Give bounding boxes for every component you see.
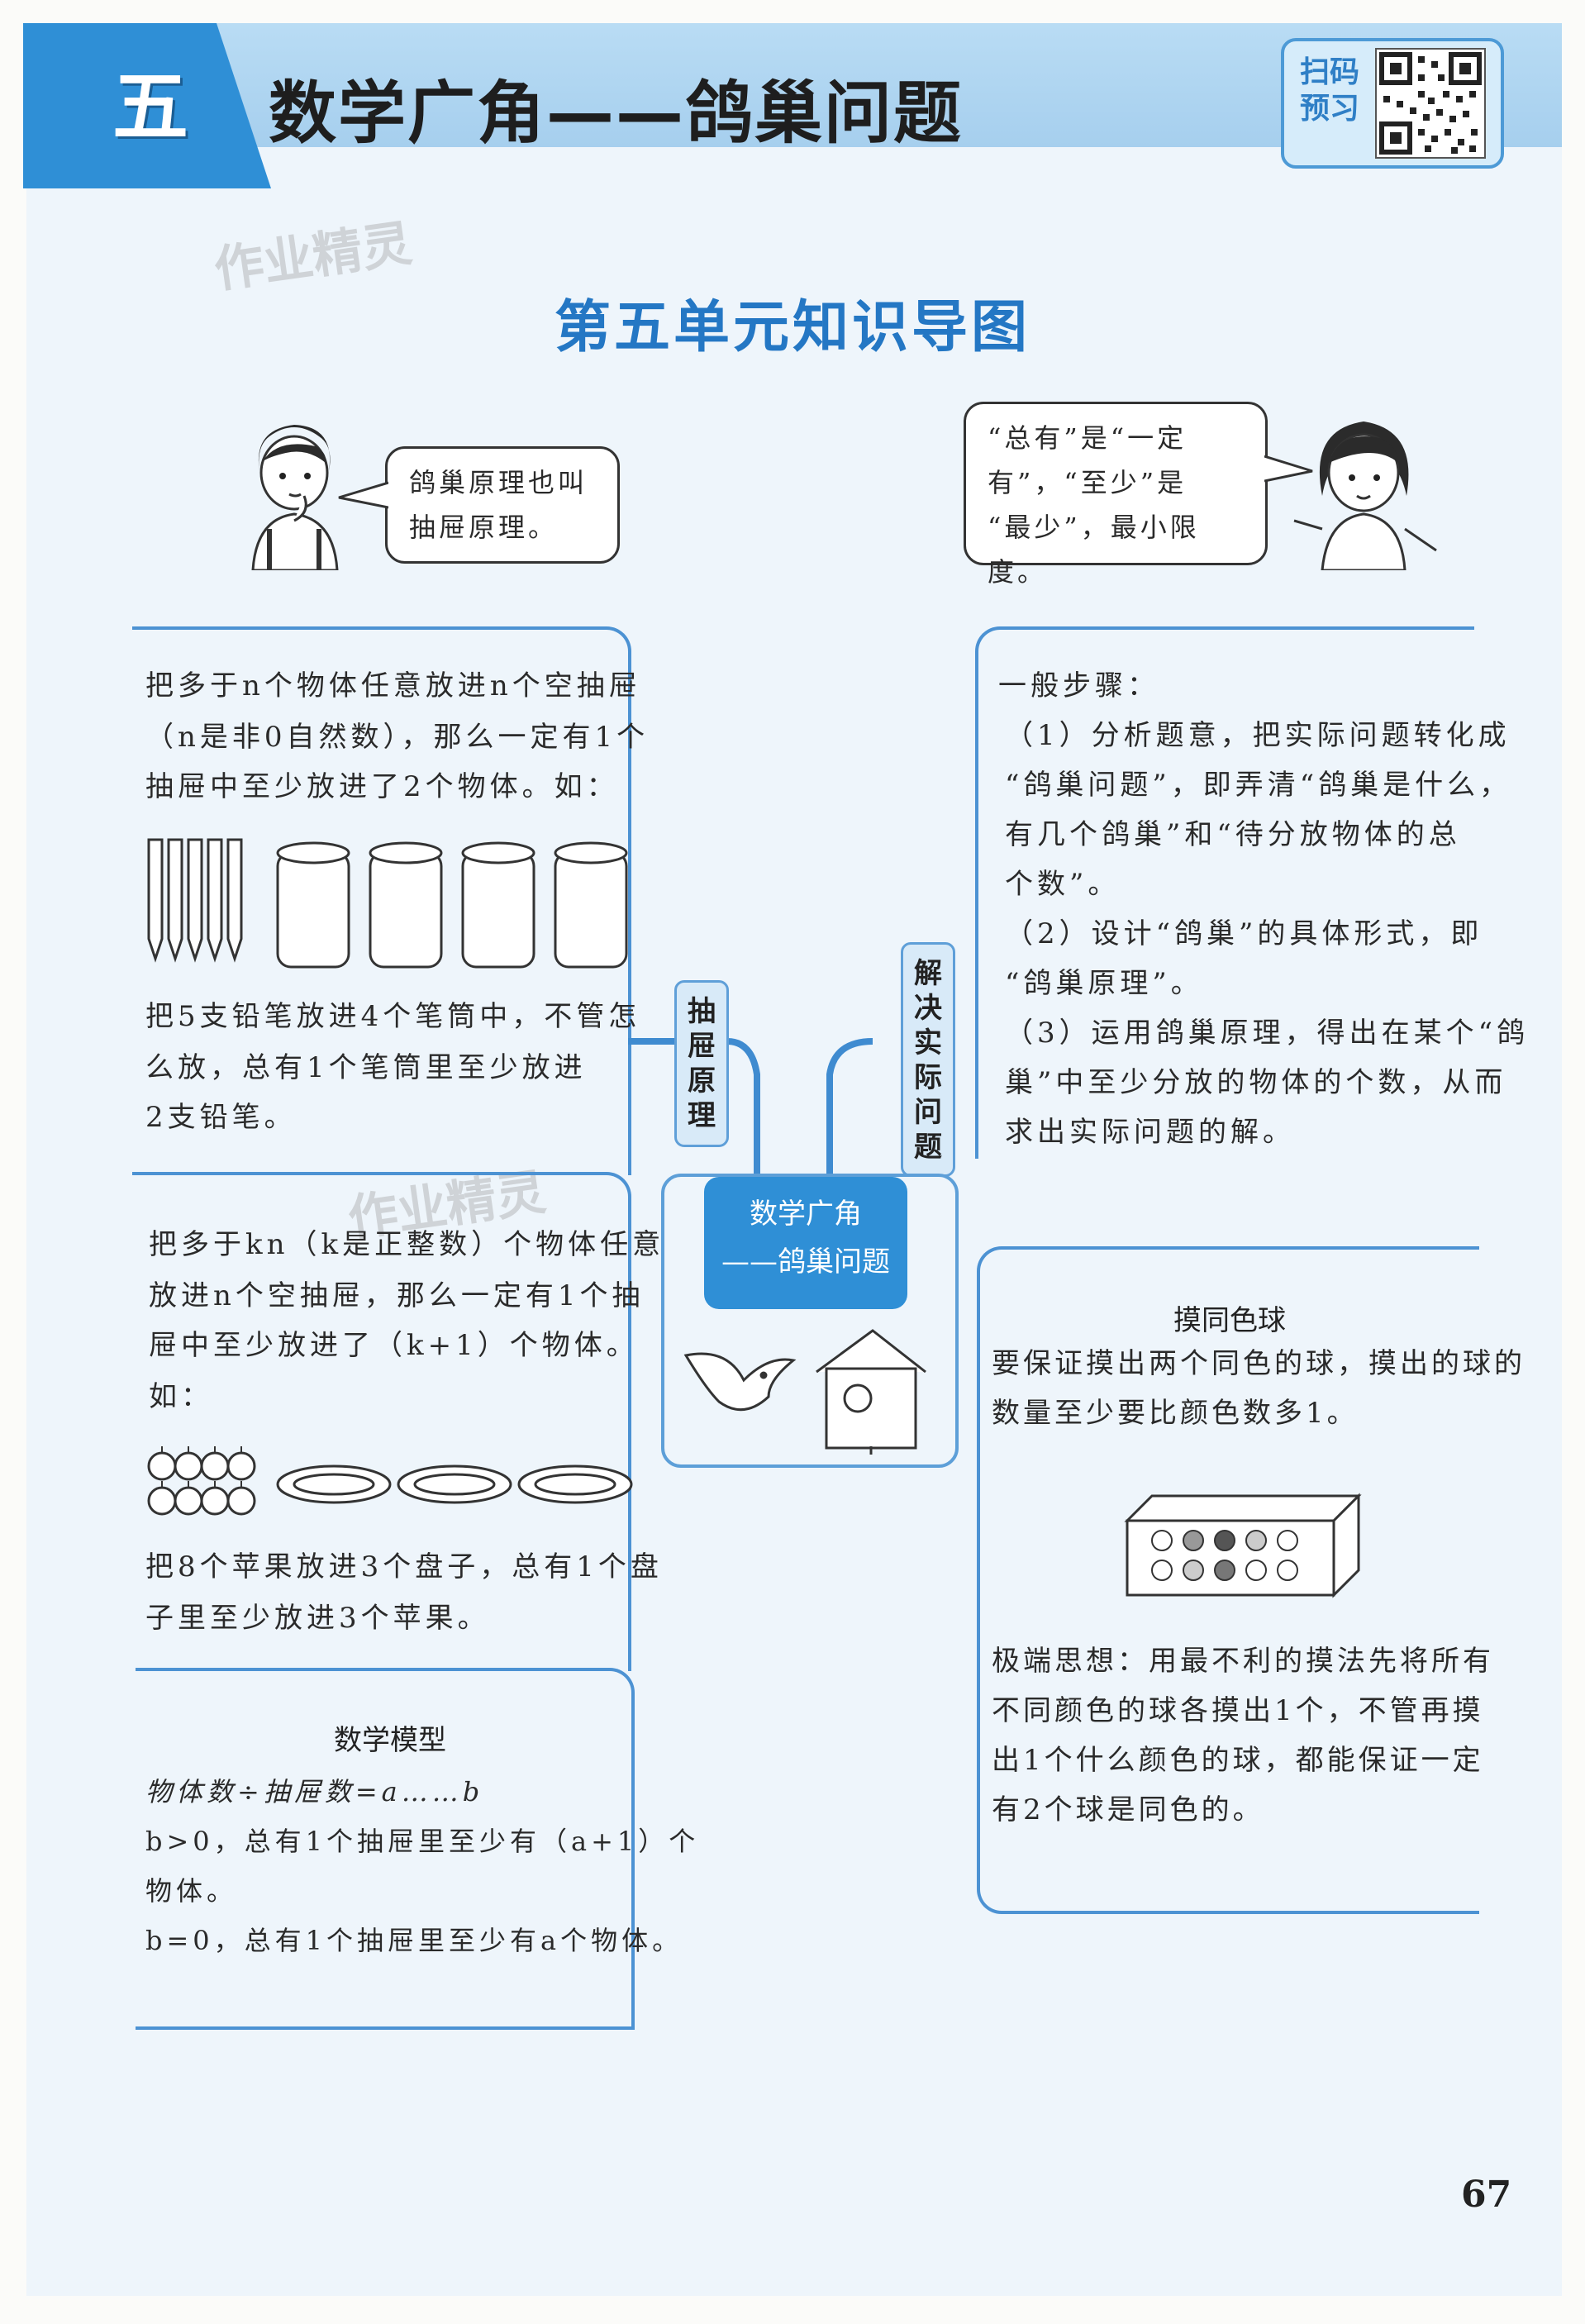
math-model-title: 数学模型 (334, 1724, 446, 1757)
pigeon-and-birdhouse (683, 1329, 926, 1455)
bubble-tail (338, 481, 388, 509)
left-box-3 (136, 1668, 635, 2030)
bubble-tail (1264, 455, 1313, 483)
boy-speech-bubble: 鸽巢原理也叫 抽屉原理。 (385, 446, 620, 564)
girl-speech-bubble: “总有”是“一定 有”，“至少”是 “最少”，最小限度。 (964, 402, 1268, 588)
qr-code-icon[interactable] (1375, 48, 1486, 159)
girl-illustration (1293, 421, 1437, 570)
center-topic[interactable]: 数学广角 ——鸽巢问题 (704, 1177, 907, 1309)
section-title: 第五单元知识导图 (554, 294, 1030, 360)
right-box-1 (975, 626, 1474, 1159)
scan-label: 扫码 预习 (1299, 55, 1359, 126)
center-frame (661, 1174, 959, 1468)
pencils-and-pen-holders (147, 838, 628, 969)
page-background (26, 23, 1562, 2296)
chapter-title: 数学广角——鸽巢问题 (269, 74, 964, 153)
left-box-2 (132, 1172, 631, 1671)
ball-title: 摸同色球 (1173, 1304, 1286, 1337)
boy-illustration (251, 425, 339, 570)
branch-label-drawer-principle[interactable]: 抽屉原理 (674, 980, 729, 1147)
unit-number: 五 (112, 63, 188, 151)
page-number: 67 (1461, 2174, 1512, 2216)
left-box-1 (132, 626, 631, 1175)
right-box-2 (977, 1246, 1479, 1914)
apples-and-plates (147, 1446, 633, 1516)
scan-preview-badge[interactable]: 扫码 预习 (1281, 38, 1504, 169)
ball-box (1124, 1493, 1362, 1598)
branch-label-solve-problems[interactable]: 解决实际问题 (901, 942, 955, 1177)
